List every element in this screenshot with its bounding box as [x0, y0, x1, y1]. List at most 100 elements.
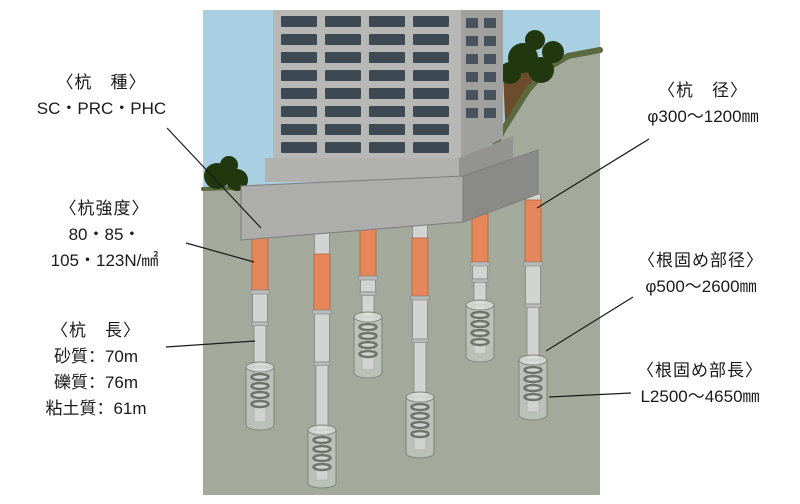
window: [466, 36, 478, 46]
foundation-pedestal: [265, 158, 459, 182]
bulb-coil: [250, 390, 270, 400]
window: [281, 124, 317, 135]
annotation-pile-strength: 〈杭強度〉 80・85・ 105・123N/㎟: [22, 196, 187, 274]
pile-upper-section: [471, 213, 489, 263]
leader-pile-type: [166, 127, 262, 229]
window: [484, 54, 496, 64]
window: [466, 108, 478, 118]
root-bulb: [307, 424, 337, 489]
window: [369, 106, 405, 117]
foundation-pedestal-side: [459, 136, 513, 182]
building-side: [461, 10, 503, 160]
window: [413, 70, 449, 81]
left-bushes: [204, 156, 248, 191]
window: [325, 142, 361, 153]
root-bulb-top: [245, 361, 275, 373]
bulb-coil: [523, 374, 543, 384]
root-bulb: [245, 361, 275, 431]
window: [369, 34, 405, 45]
window: [369, 16, 405, 27]
root-bulb: [465, 299, 495, 363]
root-bulb: [518, 354, 548, 421]
annotation-title: 〈杭 種〉: [56, 73, 147, 92]
bush: [220, 156, 238, 174]
annotation-title: 〈杭 径〉: [658, 81, 748, 100]
window: [484, 90, 496, 100]
window: [484, 18, 496, 28]
bulb-coil: [312, 453, 332, 463]
pile-joint: [251, 321, 269, 326]
pile-upper-section: [524, 199, 542, 263]
pile-upper-section: [359, 223, 377, 277]
annotation-value: 粘土質：61m: [45, 399, 147, 418]
bulb-coil: [250, 381, 270, 391]
bulb-coil: [410, 429, 430, 439]
leader-pile-diameter: [536, 138, 650, 209]
bulb-coil: [470, 310, 490, 320]
annotation-pile-diameter: 〈杭 径〉 φ300〜1200㎜: [612, 78, 794, 130]
pile-joint: [470, 261, 490, 267]
window: [369, 124, 405, 135]
building-windows-side: [466, 18, 496, 118]
window: [484, 108, 496, 118]
annotation-pile-type: 〈杭 種〉 SC・PRC・PHC: [14, 70, 189, 122]
leader-pile-strength: [185, 242, 255, 263]
annotation-value: SC・PRC・PHC: [36, 99, 167, 118]
root-bulb-top: [465, 299, 495, 311]
illustration-scene: [201, 10, 603, 495]
tree: [528, 57, 554, 83]
annotation-value: 礫質：76m: [53, 373, 139, 392]
annotation-title: 〈根固め部径〉: [638, 251, 764, 270]
bulb-coil: [250, 372, 270, 382]
root-bulb: [353, 311, 383, 379]
window: [484, 36, 496, 46]
window: [325, 52, 361, 63]
annotation-value: φ500〜2600㎜: [645, 277, 757, 296]
pile-joint: [411, 338, 429, 343]
bulb-coil: [250, 399, 270, 409]
pile-upper-section: [251, 231, 269, 291]
window: [413, 16, 449, 27]
pile-joint: [250, 289, 270, 295]
tree: [525, 30, 545, 50]
root-bulb-top: [353, 311, 383, 323]
annotation-root-diameter: 〈根固め部径〉 φ500〜2600㎜: [606, 248, 796, 300]
root-bulb-top: [405, 391, 435, 403]
pile-joint: [358, 275, 378, 281]
annotation-pile-length: 〈杭 長〉 砂質：70m 礫質：76m 粘土質：61m: [12, 318, 180, 422]
bulb-coil: [358, 349, 378, 359]
window: [325, 106, 361, 117]
building-windows: [281, 16, 449, 153]
pile: [405, 221, 435, 459]
window: [281, 34, 317, 45]
window: [325, 34, 361, 45]
pile-joint: [523, 261, 543, 267]
window: [413, 52, 449, 63]
window: [325, 124, 361, 135]
bulb-coil: [358, 340, 378, 350]
annotation-value: 105・123N/㎟: [50, 251, 159, 270]
window: [369, 70, 405, 81]
pile-joint: [524, 303, 542, 308]
pile: [307, 225, 337, 489]
bulb-coil: [410, 411, 430, 421]
pile-joint: [471, 278, 489, 283]
window: [413, 88, 449, 99]
annotation-value: φ300〜1200㎜: [647, 107, 759, 126]
bulb-coil: [523, 365, 543, 375]
bulb-coil: [470, 328, 490, 338]
window: [413, 124, 449, 135]
bulb-coil: [523, 383, 543, 393]
pile-upper-section: [313, 253, 331, 311]
bulb-coil: [358, 331, 378, 341]
window: [413, 106, 449, 117]
tree: [542, 41, 564, 63]
window: [369, 142, 405, 153]
building-front: [273, 10, 461, 160]
window: [281, 142, 317, 153]
window: [369, 88, 405, 99]
pile: [518, 193, 548, 421]
bulb-coil: [470, 319, 490, 329]
